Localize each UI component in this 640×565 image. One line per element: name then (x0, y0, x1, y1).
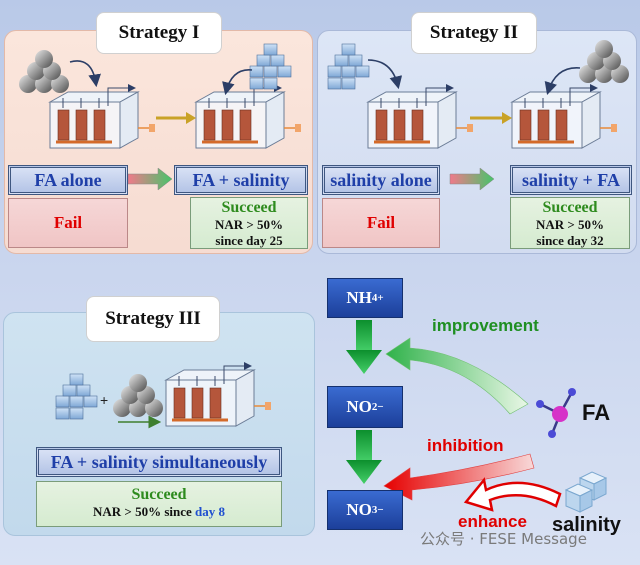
ammonium-sup: + (377, 292, 384, 304)
strategy-3-succeed-text: Succeed (131, 486, 187, 503)
strategy-3-reactor (166, 366, 271, 426)
strategy-2-fail-box: Fail (322, 198, 440, 248)
strategy-2-succeed-box: Succeed NAR > 50% since day 32 (510, 197, 630, 249)
improvement-arrow (385, 337, 529, 415)
inhibition-label: inhibition (427, 436, 504, 455)
strategy-3-nar-text: NAR > 50% since (93, 504, 192, 519)
strategy-1-fail-box: Fail (8, 198, 128, 248)
strategy-2-step1-label: salinity alone (322, 165, 440, 195)
strategy-2-result-arrow (449, 167, 495, 191)
strategy-3-title: Strategy III (86, 296, 220, 342)
enhance-label: enhance (458, 512, 527, 531)
strategy-1-succeed-text: Succeed (221, 199, 277, 216)
strategy-2-since-text: since day 32 (536, 233, 604, 248)
strategy-1-title: Strategy I (96, 12, 222, 54)
watermark-text: 公众号 · FESE Message (420, 530, 587, 548)
strategy-1-nacl-cubes-icon (249, 43, 292, 90)
strategy-3-plus-sign: + (100, 392, 108, 408)
strategy-3-succeed-box: Succeed NAR > 50% since day 8 (36, 481, 282, 527)
strategy-2-feed-arrow-2 (544, 67, 581, 96)
strategy-2-reactor-right (512, 88, 617, 148)
strategy-1-nh3-spheres-icon (19, 50, 69, 93)
strategy-2-reactor-left (368, 88, 473, 148)
nitrate-base: NO (346, 500, 372, 519)
ammonium-base: NH (346, 288, 372, 307)
strategy-1-feed-arrow (69, 60, 101, 88)
strategy-1-reactor-left (50, 88, 155, 148)
strategy-2-nar-text: NAR > 50% (535, 217, 605, 232)
strategy-1-step1-label: FA alone (8, 165, 128, 195)
nitrite-sup: − (377, 401, 384, 413)
ammonium-sub: 4 (371, 292, 378, 304)
salinity-label: salinity (552, 514, 621, 536)
strategy-3-step-label: FA + salinity simultaneously (36, 447, 282, 477)
nitrate-sup: − (377, 504, 384, 516)
strategy-2-title: Strategy II (411, 12, 537, 54)
strategy-1-reactor-right (196, 88, 301, 148)
strategy-1-since-text: since day 25 (215, 233, 283, 248)
strategy-1-step2-label: FA + salinity (174, 165, 308, 195)
strategy-3-nh3-spheres-icon (113, 374, 163, 417)
pathway-down-arrow-2 (346, 430, 382, 484)
fa-label: FA (582, 400, 611, 425)
pathway-down-arrow-1 (346, 320, 382, 374)
nitrite-sub: 2 (371, 401, 378, 413)
salinity-cubes-icon (564, 471, 608, 513)
fa-molecule-icon (536, 388, 576, 438)
strategy-3-day-text: day 8 (195, 504, 225, 519)
strategy-1-result-arrow (127, 167, 173, 191)
strategy-1-feed-arrow-2 (222, 69, 253, 96)
improvement-label: improvement (432, 316, 539, 335)
nitrate-sub: 3 (371, 504, 378, 516)
strategy-3-nacl-cubes-icon (55, 373, 98, 420)
strategy-2-step2-label: salinity + FA (510, 165, 632, 195)
enhance-arrow (463, 477, 562, 512)
strategy-1-nar-text: NAR > 50% (214, 217, 284, 232)
strategy-2-nacl-cubes-icon (327, 43, 370, 90)
nitrite-base: NO (346, 397, 372, 416)
strategy-2-nh3-spheres-icon (579, 40, 629, 83)
strategy-2-succeed-text: Succeed (542, 199, 598, 216)
strategy-1-succeed-box: Succeed NAR > 50% since day 25 (190, 197, 308, 249)
strategy-2-feed-arrow (367, 59, 403, 90)
